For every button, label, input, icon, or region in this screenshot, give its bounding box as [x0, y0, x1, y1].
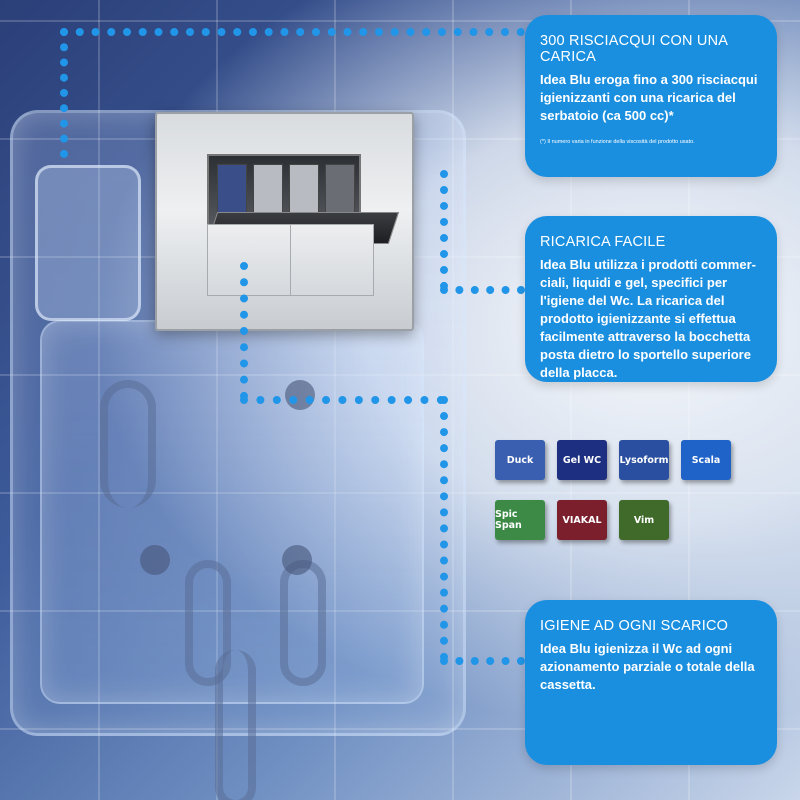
card-title: 300 RISCIACQUI CON UNA CARICA: [540, 33, 728, 65]
connector-mid: [440, 286, 525, 294]
refill-nozzle-icon: [217, 164, 247, 214]
valve-knob: [282, 545, 312, 575]
connector-bottom: [440, 657, 525, 665]
card-body: Idea Blu igienizza il Wc ad ogni azionam…: [540, 641, 755, 692]
card-footnote: (*) Il numero varia in funzione della vi…: [540, 139, 695, 145]
compartment-slot: [325, 164, 355, 214]
card-title: RICARICA FACILE: [540, 234, 666, 250]
product-spic-span: Spic Span: [495, 500, 545, 540]
product-label: Gel WC: [562, 454, 602, 466]
connector-left: [60, 28, 68, 158]
product-duck: Duck: [495, 440, 545, 480]
connector-top: [60, 28, 525, 36]
product-label: Vim: [633, 514, 655, 526]
product-label: Spic Span: [495, 509, 522, 531]
product-lysoform: Lysoform: [619, 440, 669, 480]
product-label: Lysoform: [619, 454, 669, 466]
pipe-left: [100, 380, 156, 508]
info-card-hygiene: IGIENE AD OGNI SCARICO Idea Blu igienizz…: [525, 600, 777, 765]
pipe-right: [280, 560, 326, 686]
product-label: VIAKAL: [562, 514, 602, 526]
connector-low-horizontal: [240, 396, 445, 404]
product-vim: Vim: [619, 500, 669, 540]
product-scala: Scala: [681, 440, 731, 480]
connector-mid-vertical: [440, 170, 448, 290]
card-body: Idea Blu utilizza i prodotti commer-cial…: [540, 257, 756, 380]
full-flush-button: [290, 224, 374, 296]
info-card-refill-count: 300 RISCIACQUI CON UNA CARICA Idea Blu e…: [525, 15, 777, 177]
pipe-center: [185, 560, 231, 686]
drain-pipe: [215, 650, 256, 800]
product-label: Duck: [506, 454, 534, 466]
product-gel-wc: Gel WC: [557, 440, 607, 480]
product-label: Scala: [691, 454, 721, 466]
card-body: Idea Blu eroga fino a 300 risciacqui igi…: [540, 72, 758, 123]
cistern-inner-frame: [40, 320, 424, 704]
card-title: IGIENE AD OGNI SCARICO: [540, 618, 729, 634]
compartment-slot: [289, 164, 319, 214]
compartment-slot: [253, 164, 283, 214]
valve-knob: [140, 545, 170, 575]
tank-box: [35, 165, 141, 321]
connector-plate-down: [240, 262, 248, 400]
valve-knob: [285, 380, 315, 410]
flush-plate: [155, 112, 414, 331]
info-card-easy-refill: RICARICA FACILE Idea Blu utilizza i prod…: [525, 216, 777, 382]
product-viakal: VIAKAL: [557, 500, 607, 540]
connector-low-vertical: [440, 396, 448, 661]
partial-flush-button: [207, 224, 291, 296]
